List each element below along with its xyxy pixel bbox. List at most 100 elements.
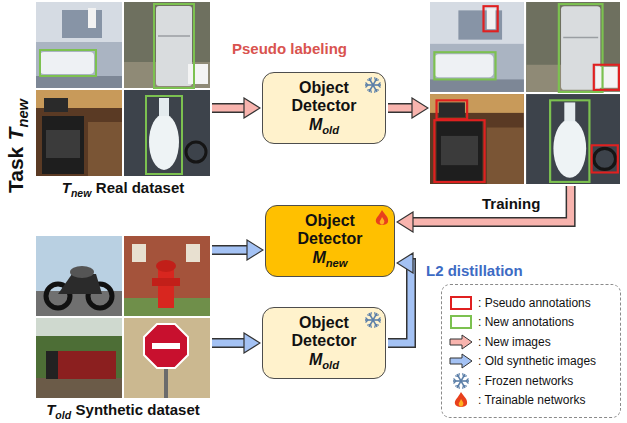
snowflake-arm-part: [373, 89, 376, 92]
snowflake-arm: [367, 77, 379, 93]
dataset-label: TnewReal dataset: [36, 179, 210, 199]
snowflake-arm-part: [376, 88, 379, 91]
flow-arrow: [388, 108, 415, 109]
edge-label: L2 distillation: [424, 262, 525, 279]
photo-tiles-part: [36, 90, 122, 176]
dataset-label: ToldSynthetic dataset: [36, 401, 210, 421]
flow-arrow: [212, 250, 250, 251]
photo-tiles-part: [124, 90, 210, 176]
legend-entry: : Frozen networks: [448, 371, 614, 391]
legend-sample: [448, 353, 474, 369]
arrow-outline: [388, 103, 415, 113]
snowflake-arm-part: [376, 314, 379, 317]
snowflake-arm-part: [373, 312, 376, 315]
photo-tiles: [36, 2, 210, 176]
flame-icon: [455, 392, 467, 407]
snowflake-arm-part: [367, 323, 370, 326]
snowflake-arm-part: [366, 320, 369, 323]
snowflake-icon: [453, 373, 469, 389]
detector-name: Object Detector: [288, 212, 372, 249]
synthetic-photo-collage-part: [46, 351, 58, 379]
edge-label: Pseudo labeling: [230, 40, 349, 57]
model-subscript: old: [322, 359, 339, 371]
legend-text: : Trainable networks: [478, 393, 585, 407]
flame-icon-part: [455, 392, 467, 407]
legend-text: : Pseudo annotations: [478, 296, 591, 310]
synthetic-photo-collage-part: [36, 378, 122, 398]
flow-arrow: [388, 263, 411, 343]
pseudo-boxes-part: [437, 100, 468, 119]
real-photo-collage: [36, 2, 210, 176]
snowflake-arm-part: [367, 314, 370, 317]
task-subscript: new: [15, 99, 31, 128]
photo-tiles-part: [42, 116, 84, 174]
snowflake-icon: [365, 77, 381, 93]
snowflake-arm-part: [464, 384, 467, 387]
legend-entry: : Old synthetic images: [448, 352, 614, 372]
model-symbol: M: [309, 116, 322, 133]
synthetic-photo-collage-part: [36, 318, 122, 336]
dataset-subscript: new: [71, 187, 91, 199]
legend-text: : Old synthetic images: [478, 354, 596, 368]
photo-tiles-part: [40, 52, 94, 74]
snowflake-arm: [367, 312, 379, 328]
synthetic-photo-collage-part: [152, 278, 180, 286]
arrow-body: [212, 247, 250, 254]
synthetic-photo-collage-part: [124, 318, 210, 398]
snowflake-arm-part: [461, 373, 464, 376]
real-image-set: TnewReal dataset: [36, 2, 210, 176]
model-symbol: M: [312, 249, 325, 266]
snowflake-arm: [367, 77, 379, 93]
photo-tiles-part: [186, 142, 206, 162]
arrow-outline: [212, 338, 247, 348]
photo-tiles-part: [88, 8, 96, 28]
snowflake-arm-part: [461, 385, 464, 388]
legend-sample: [448, 392, 474, 408]
legend-sample: [448, 373, 474, 389]
snowflake-arm-part: [378, 320, 381, 323]
arrow-outline: [212, 245, 250, 255]
dataset-caption: Synthetic dataset: [76, 401, 200, 418]
snowflake-arm-part: [376, 323, 379, 326]
arrow-body: [212, 340, 247, 347]
arrow-body: [212, 105, 247, 112]
flame-icon-part: [376, 210, 388, 225]
detector-label: Object DetectorMold: [282, 79, 366, 137]
model-subscript: new: [326, 257, 348, 269]
snowflake-arm-part: [455, 384, 458, 387]
synthetic-image-set: ToldSynthetic dataset: [36, 236, 210, 398]
icon-sample: [455, 392, 467, 407]
task-symbol: T: [4, 128, 27, 141]
photo-tiles-part: [156, 6, 192, 86]
legend-text: : Frozen networks: [478, 374, 573, 388]
snowflake-arm: [455, 373, 467, 389]
box-sample: [451, 297, 471, 309]
detector-label: Object DetectorMold: [282, 314, 366, 372]
arrow-sample: [450, 335, 472, 349]
detector-box: Object DetectorMold: [262, 72, 386, 144]
flame-icon-part: [459, 399, 464, 407]
legend-entry: : Trainable networks: [448, 391, 614, 411]
labeled-image-set: [430, 2, 620, 184]
pseudo-boxes-part: [594, 65, 619, 90]
status-icon: [364, 76, 382, 94]
photo-tiles-part: [36, 76, 122, 88]
snowflake-arm-part: [378, 85, 381, 88]
photo-tiles-part: [158, 35, 190, 37]
synthetic-photo-collage-part: [186, 244, 200, 262]
arrow-outline: [410, 186, 571, 222]
detector-name: Object Detector: [282, 314, 366, 351]
snowflake-arm-part: [367, 79, 370, 82]
photo-tiles-part: [124, 2, 210, 88]
legend-entry: : New annotations: [448, 313, 614, 333]
pseudo-boxes-part: [484, 6, 498, 31]
arrow-body: [388, 105, 415, 112]
snowflake-arm-part: [376, 79, 379, 82]
flow-arrow: [410, 186, 571, 222]
snowflake-arm-part: [464, 374, 467, 377]
synthetic-photo-collage-part: [152, 343, 180, 349]
legend-sample: [448, 295, 474, 311]
flow-arrow: [212, 343, 247, 344]
synthetic-photo-collage-part: [158, 266, 174, 308]
synthetic-photo-collage-part: [36, 318, 122, 398]
